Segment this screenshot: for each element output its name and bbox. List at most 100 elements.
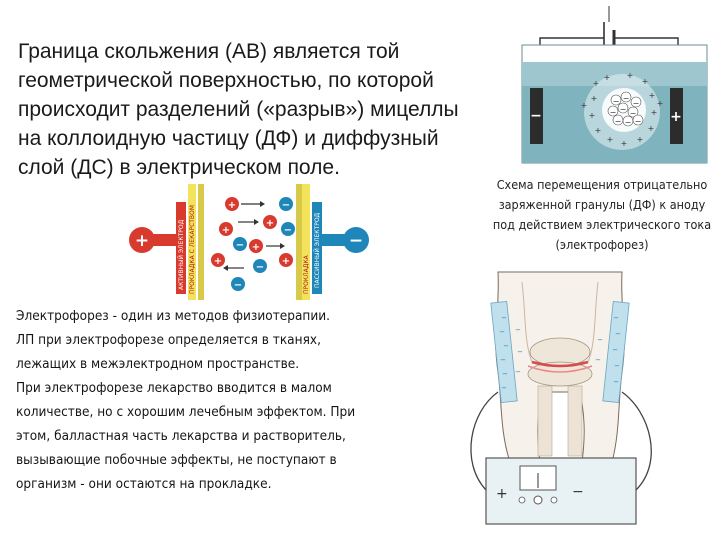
svg-text:−: − xyxy=(635,117,642,126)
positive-electrode xyxy=(129,227,155,253)
svg-text:+: + xyxy=(604,73,611,82)
caption-line: Схема перемещения отрицательно xyxy=(496,177,708,192)
svg-text:+: + xyxy=(228,200,236,211)
main-line: на коллоидную частицу (ДФ) и диффузный xyxy=(18,127,439,150)
svg-text:−: − xyxy=(501,314,507,322)
ions: + − + + − − + + − + − xyxy=(211,197,295,291)
passive-electrode-strip xyxy=(312,202,322,294)
svg-text:+: + xyxy=(621,139,628,148)
svg-text:−: − xyxy=(515,326,521,334)
main-line: происходит разделений («разрыв») мицеллы xyxy=(18,98,459,121)
svg-text:−: − xyxy=(613,378,619,386)
svg-text:−: − xyxy=(613,97,620,106)
main-line: слой (ДС) в электрическом поле. xyxy=(18,156,340,179)
body-line: Электрофорез - один из методов физиотера… xyxy=(16,308,331,324)
svg-text:−: − xyxy=(500,356,506,364)
left-lead-wire xyxy=(470,391,499,491)
svg-text:−: − xyxy=(236,240,244,251)
cathode-minus-sign: − xyxy=(530,108,542,124)
svg-text:+: + xyxy=(595,126,602,135)
strip-label: ПРОКЛАДКА xyxy=(303,254,310,294)
svg-text:−: − xyxy=(615,330,621,338)
anode-electrode xyxy=(670,88,683,144)
body-line: организм - они остаются на прокладке. xyxy=(16,476,272,492)
body-line: При электрофорезе лекарство вводится в м… xyxy=(16,380,332,396)
svg-text:−: − xyxy=(503,342,509,350)
svg-text:−: − xyxy=(620,105,627,114)
svg-text:−: − xyxy=(595,356,601,364)
body-line: количестве, но с хорошим лечебным эффект… xyxy=(16,404,356,420)
strip-label: АКТИВНЫЙ ЭЛЕКТРОД xyxy=(178,219,185,290)
caption-line: под действием электрического тока xyxy=(492,217,712,232)
electrolysis-cell-illustration: − + +++ +++ +++ +++ +++ −−− −−− −−− xyxy=(521,6,708,164)
svg-text:−: − xyxy=(234,280,242,291)
body-line: вызывающие побочные эффекты, не поступаю… xyxy=(16,452,337,468)
apparatus-plus-sign: + xyxy=(496,486,508,502)
svg-text:+: + xyxy=(266,218,274,229)
active-electrode-strip xyxy=(176,202,186,294)
svg-text:−: − xyxy=(610,108,617,117)
electrophoresis-diagram: + АКТИВНЫЙ ЭЛЕКТРОД ПРОКЛАДКА С ЛЕКАРСТВ… xyxy=(129,184,369,300)
svg-text:+: + xyxy=(214,256,222,267)
svg-text:−: − xyxy=(282,200,290,211)
pad-strip-inner xyxy=(296,184,302,300)
right-electrode-pad: − − − − − − − xyxy=(595,300,630,404)
body-line: лежащих в межэлектродном пространстве. xyxy=(16,356,300,372)
svg-text:+: + xyxy=(637,135,644,144)
svg-text:+: + xyxy=(607,135,614,144)
galvanic-apparatus: + − xyxy=(485,457,637,525)
svg-text:−: − xyxy=(502,370,508,378)
svg-text:−: − xyxy=(517,348,523,356)
body-paragraph: Электрофорез - один из методов физиотера… xyxy=(16,304,394,496)
svg-text:−: − xyxy=(499,328,505,336)
svg-text:+: + xyxy=(591,94,598,103)
svg-text:−: − xyxy=(613,314,619,322)
svg-text:+: + xyxy=(252,242,260,253)
svg-text:−: − xyxy=(597,336,603,344)
control-knob[interactable] xyxy=(518,496,526,504)
cathode-electrode xyxy=(530,88,543,144)
svg-text:+: + xyxy=(627,71,634,80)
main-line: геометрической поверхностью, по которой xyxy=(18,69,434,92)
svg-text:−: − xyxy=(284,225,292,236)
svg-text:+: + xyxy=(642,77,649,86)
svg-text:−: − xyxy=(623,94,630,103)
knee-electrophoresis-illustration: −−−−−− −−− −−−−− −− + − xyxy=(470,271,652,525)
drug-pad-strip xyxy=(188,184,196,300)
svg-text:−: − xyxy=(614,362,620,370)
svg-text:+: + xyxy=(648,124,655,133)
svg-text:−: − xyxy=(633,99,640,108)
control-knob[interactable] xyxy=(533,495,543,505)
left-electrode-pad: −−−−−− −−− xyxy=(490,300,523,404)
anode-plus-sign: + xyxy=(670,109,682,125)
illustration-caption: Схема перемещения отрицательно заряженно… xyxy=(486,175,718,255)
knee-joint xyxy=(495,271,625,463)
pad-strip xyxy=(302,184,310,300)
svg-text:+: + xyxy=(593,79,600,88)
svg-text:−: − xyxy=(256,262,264,273)
right-lead-wire xyxy=(621,391,652,491)
svg-text:−: − xyxy=(501,384,507,392)
svg-text:−: − xyxy=(612,346,618,354)
apparatus-minus-sign: − xyxy=(572,484,584,500)
svg-text:−: − xyxy=(615,117,622,126)
svg-text:+: + xyxy=(282,256,290,267)
negative-sign: − xyxy=(349,231,363,251)
svg-text:+: + xyxy=(651,108,658,117)
positive-sign: + xyxy=(135,231,149,251)
svg-text:+: + xyxy=(657,99,664,108)
svg-text:+: + xyxy=(589,111,596,120)
svg-text:+: + xyxy=(222,225,230,236)
caption-line: заряженной гранулы (ДФ) к аноду xyxy=(498,197,706,212)
negative-electrode xyxy=(343,227,369,253)
micelle: +++ +++ +++ +++ +++ −−− −−− −−− xyxy=(581,71,664,150)
main-line: Граница скольжения (АВ) является той xyxy=(18,40,400,63)
svg-text:−: − xyxy=(630,109,637,118)
caption-line: (электрофорез) xyxy=(555,237,649,252)
drug-pad-strip-inner xyxy=(198,184,204,300)
svg-text:+: + xyxy=(581,101,588,110)
control-knob[interactable] xyxy=(550,496,558,504)
strip-label: ПРОКЛАДКА С ЛЕКАРСТВОМ xyxy=(189,205,196,294)
body-line: ЛП при электрофорезе определяется в ткан… xyxy=(16,332,321,348)
svg-text:−: − xyxy=(625,118,632,127)
